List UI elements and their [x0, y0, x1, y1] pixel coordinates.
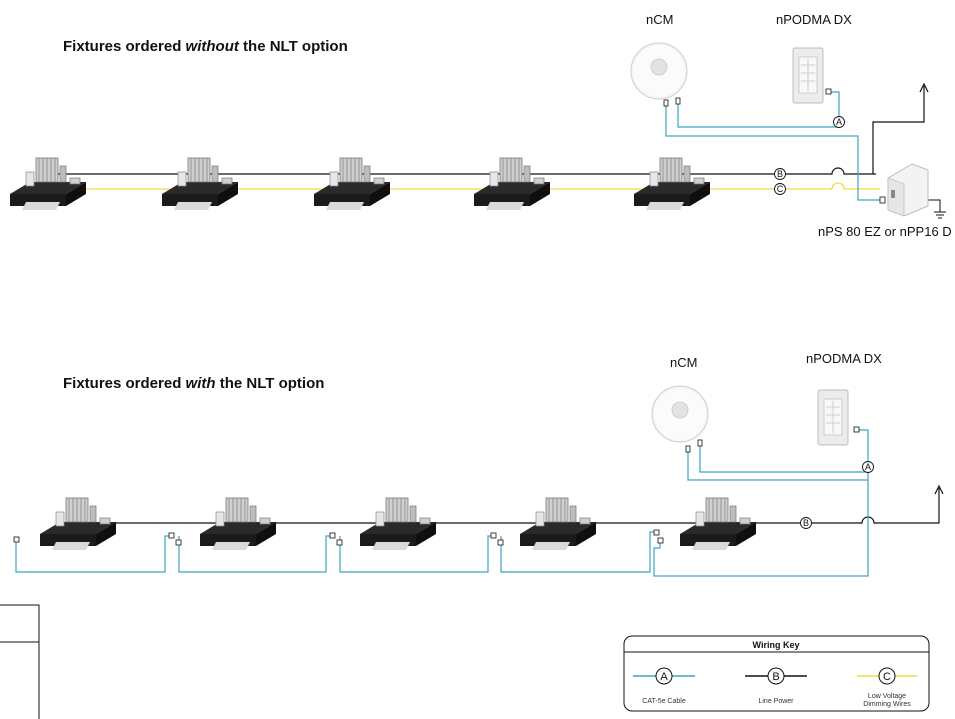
connector [329, 532, 336, 539]
top-marker-b: B [774, 168, 786, 180]
bottom-ncm-label: nCM [670, 355, 697, 370]
title-block-frame [0, 604, 40, 719]
bottom-fixture-1 [39, 497, 117, 551]
bottom-npodma-wallpod-icon [817, 389, 849, 446]
connector [168, 532, 175, 539]
svg-text:C: C [883, 671, 891, 683]
bottom-line-power [60, 484, 944, 524]
bottom-marker-a: A [862, 461, 874, 473]
top-fixture-4 [473, 157, 551, 211]
top-npodma-wallpod-icon [792, 47, 824, 104]
svg-text:A: A [660, 671, 668, 683]
top-fixture-5 [633, 157, 711, 211]
top-section-title: Fixtures ordered without the NLT option [63, 38, 348, 55]
wiring-key-title: Wiring Key [753, 640, 800, 650]
connector [697, 439, 703, 447]
bottom-fixture-5 [679, 497, 757, 551]
top-dimming-wires [50, 182, 880, 190]
key-label-cat5e: CAT-5e Cable [642, 698, 686, 705]
top-ncm-label: nCM [646, 12, 673, 27]
bottom-npodma-label: nPODMA DX [806, 351, 882, 366]
svg-text:B: B [772, 671, 779, 683]
svg-text:B: B [777, 169, 783, 179]
key-label-dimming-line2: Dimming Wires [863, 701, 911, 708]
connector [490, 532, 497, 539]
top-npodma-label: nPODMA DX [776, 12, 852, 27]
connector [657, 537, 664, 544]
bottom-cat5e-cable [15, 429, 869, 577]
connector [663, 99, 669, 107]
bottom-section-title: Fixtures ordered with the NLT option [63, 375, 324, 392]
wiring-key: Wiring Key A CAT-5e Cable B Line Power C… [623, 635, 930, 712]
top-marker-a: A [833, 116, 845, 128]
top-ncm-sensor-icon [630, 42, 688, 100]
key-label-dimming-line1: Low Voltage [868, 693, 906, 700]
svg-text:A: A [836, 117, 842, 127]
key-item-dimming: C Low Voltage Dimming Wires [857, 667, 917, 708]
key-item-line-power: B Line Power [745, 667, 807, 705]
top-marker-c: C [774, 183, 786, 195]
power-pack-icon [887, 163, 929, 217]
connector [825, 88, 832, 95]
bottom-fixture-3 [359, 497, 437, 551]
bottom-ncm-sensor-icon [651, 385, 709, 443]
key-item-cat5e: A CAT-5e Cable [633, 667, 695, 705]
svg-text:A: A [865, 462, 871, 472]
top-fixture-1 [9, 157, 87, 211]
top-line-power [50, 82, 929, 175]
connector [175, 539, 182, 546]
connector [497, 539, 504, 546]
connector [879, 196, 886, 204]
top-fixture-2 [161, 157, 239, 211]
bottom-fixture-4 [519, 497, 597, 551]
connector [675, 97, 681, 105]
svg-text:C: C [777, 184, 784, 194]
key-label-line-power: Line Power [758, 698, 794, 705]
connector [685, 445, 691, 453]
top-fixture-3 [313, 157, 391, 211]
bottom-fixture-2 [199, 497, 277, 551]
svg-text:B: B [803, 518, 809, 528]
power-pack-label: nPS 80 EZ or nPP16 D [818, 224, 952, 239]
connector [336, 539, 343, 546]
connector [853, 426, 860, 433]
bottom-marker-b: B [800, 517, 812, 529]
connector [653, 529, 660, 536]
connector [13, 536, 20, 543]
